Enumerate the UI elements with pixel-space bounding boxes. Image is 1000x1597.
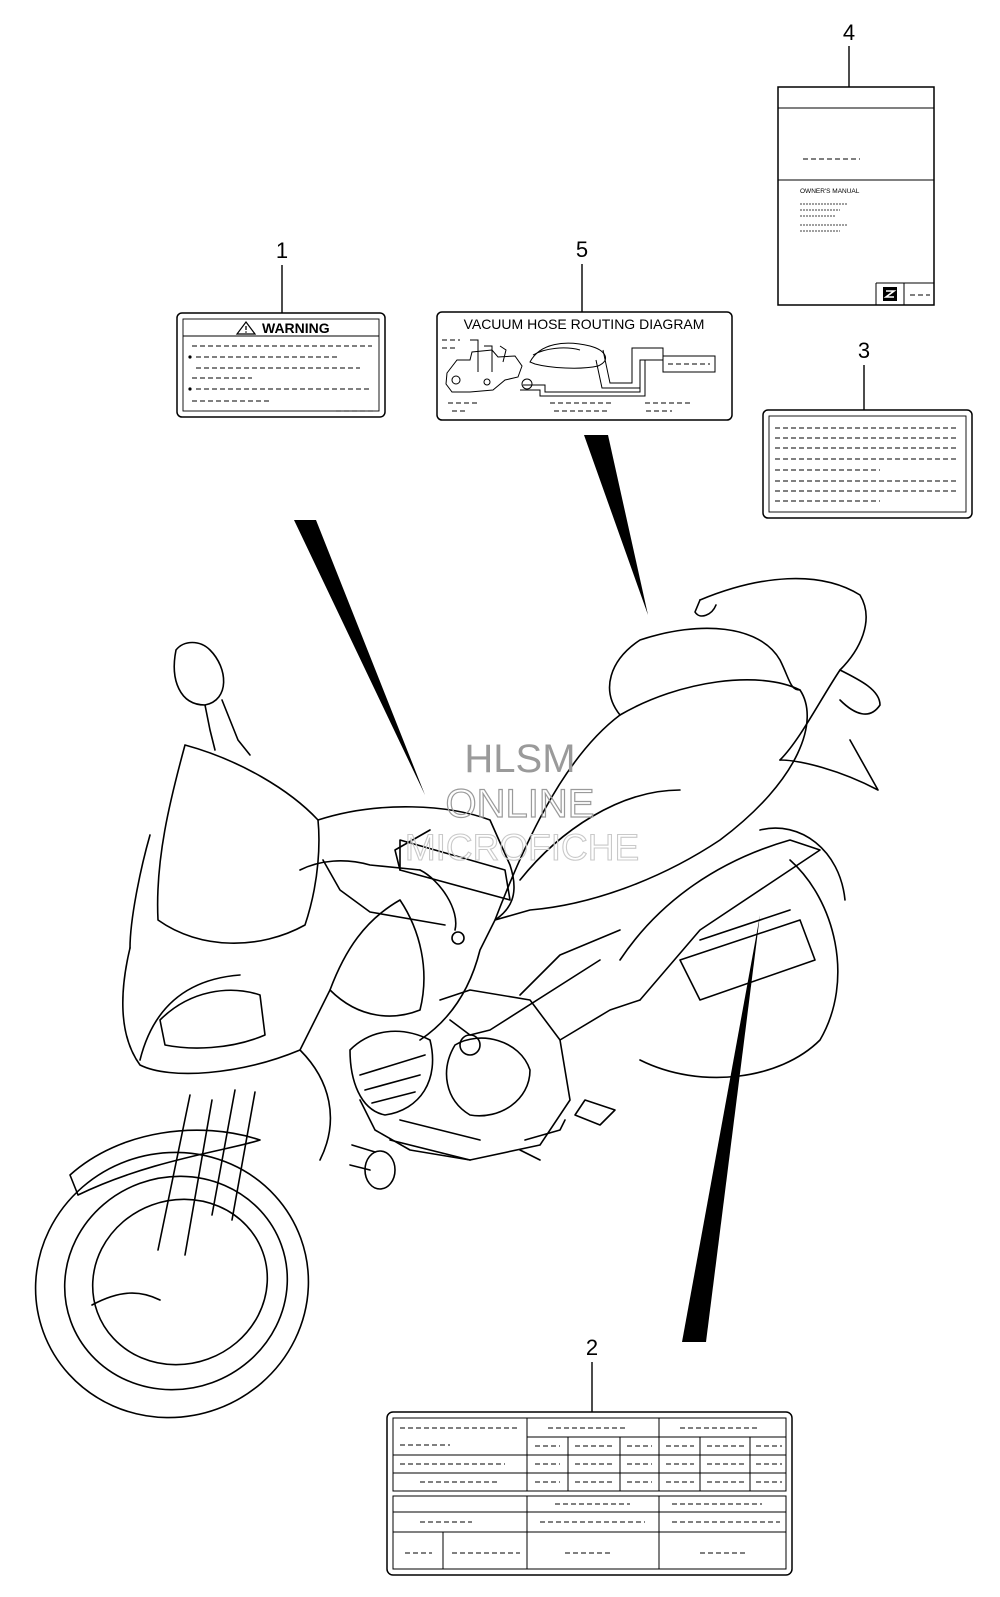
owners-manual-heading: OWNER'S MANUAL	[800, 188, 860, 195]
suzuki-logo-icon	[883, 287, 897, 301]
warning-triangle-icon	[235, 321, 257, 335]
vacuum-hose-label-part[interactable]: VACUUM HOSE ROUTING DIAGRAM	[436, 311, 733, 421]
motorcycle-illustration	[34, 577, 881, 1419]
vacuum-hose-title: VACUUM HOSE ROUTING DIAGRAM	[464, 316, 705, 332]
info-label-part[interactable]	[762, 409, 973, 519]
spec-table-label-part[interactable]	[386, 1411, 793, 1576]
pointer-wedges	[294, 435, 760, 1342]
warning-label-part[interactable]: WARNING	[176, 312, 386, 418]
watermark-line-1: HLSM	[464, 737, 575, 781]
callout-5[interactable]: 5	[576, 237, 588, 312]
warning-title: WARNING	[262, 320, 330, 336]
owners-manual-part[interactable]: OWNER'S MANUAL	[777, 86, 935, 306]
watermark: HLSM ONLINE MICROFICHE	[404, 737, 639, 869]
callout-3[interactable]: 3	[858, 338, 870, 410]
watermark-line-3: MICROFICHE	[405, 827, 639, 868]
watermark-line-2: ONLINE	[446, 782, 595, 826]
callout-number-4: 4	[843, 20, 855, 45]
callout-number-2: 2	[586, 1335, 598, 1360]
hose-routing-drawing	[442, 339, 716, 412]
callout-number-3: 3	[858, 338, 870, 363]
callout-number-5: 5	[576, 237, 588, 262]
callout-1[interactable]: 1	[276, 238, 288, 313]
callout-number-1: 1	[276, 238, 288, 263]
callout-2[interactable]: 2	[586, 1335, 598, 1412]
callout-4[interactable]: 4	[843, 20, 855, 87]
